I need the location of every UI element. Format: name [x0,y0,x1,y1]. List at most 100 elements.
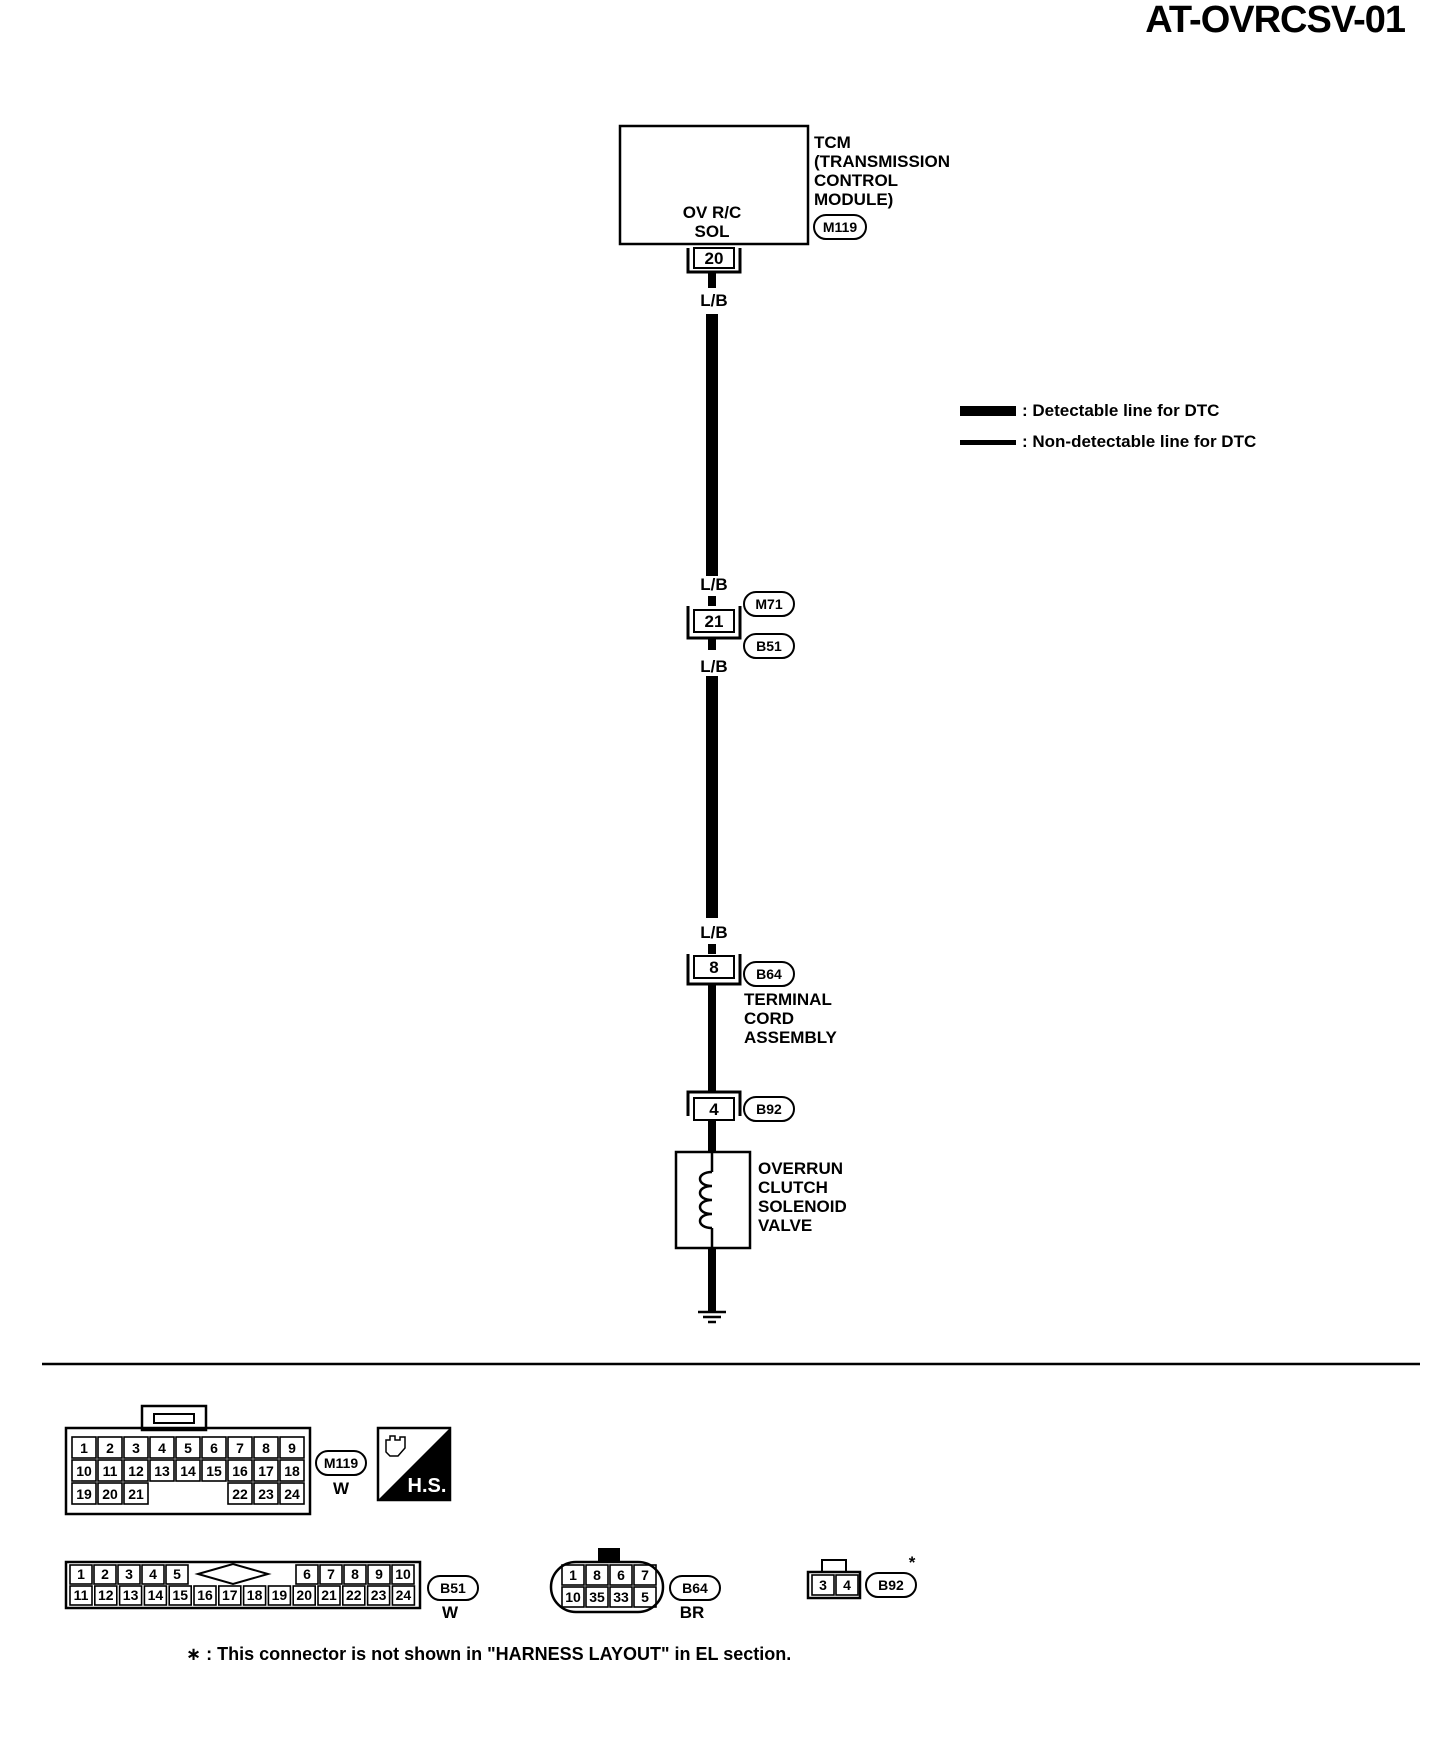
joint-lower-id: B51 [756,638,782,654]
b64-pin-cell [633,1564,657,1586]
b51-pin-cell [69,1585,93,1606]
b64-pin-cell [585,1586,609,1608]
b64-pin-label: 33 [613,1589,629,1605]
wire-color-tcm: L/B [700,291,727,310]
b51-pin-label: 4 [149,1566,157,1582]
b51-pin-cell [165,1564,189,1585]
b51-pin-label: 23 [371,1587,387,1603]
tcm-connector-id: M119 [823,219,857,235]
tcm-box [618,124,810,246]
b51-pin-cell [242,1585,267,1606]
m119-pin-label: 21 [128,1486,144,1502]
tcm-terminal-label-2: SOL [695,222,730,241]
m119-pin-label: 5 [184,1440,192,1456]
terminal-cord-label-1: TERMINAL [744,990,832,1009]
b51-pin-label: 16 [197,1587,213,1603]
m119-pin-cell [123,1482,149,1505]
b51-pin-cell [292,1585,317,1606]
b51-pin-cell [341,1585,366,1606]
m119-pin-cell [97,1482,123,1505]
b92-pin-cell [835,1574,859,1596]
m119-pin-label: 13 [154,1463,170,1479]
m119-pin-label: 18 [284,1463,300,1479]
solenoid-label-2: CLUTCH [758,1178,828,1197]
b64-pin-cell [561,1564,585,1586]
terminal-cord-label-2: CORD [744,1009,794,1028]
solenoid-label-3: SOLENOID [758,1197,847,1216]
legend-non-detectable: : Non-detectable line for DTC [1022,432,1256,451]
tcm-connector-oval [813,214,867,240]
joint-pin-number: 21 [705,612,724,631]
m119-pin-label: 1 [80,1440,88,1456]
hs-badge-text: H.S. [408,1475,447,1497]
b51-pin-label: 8 [351,1566,359,1582]
m119-pin-cell [279,1459,305,1482]
m119-pin-cell [175,1436,201,1459]
b64-pin-cell [633,1586,657,1608]
hs-badge: H.S. [376,1426,452,1502]
legend-detectable-swatch [960,406,1016,416]
b51-pin-cell [118,1585,143,1606]
m119-pin-label: 9 [288,1440,296,1456]
b51-pin-label: 2 [101,1566,109,1582]
b64-face-color: BR [680,1603,705,1622]
b51-pin-label: 19 [272,1587,288,1603]
m119-id: M119 [324,1455,358,1471]
tcm-pin-box [693,247,735,269]
m119-pin-label: 23 [258,1486,274,1502]
b51-pin-label: 13 [123,1587,139,1603]
m119-pin-cell [253,1482,279,1505]
solenoid-label-1: OVERRUN [758,1159,843,1178]
m119-color: W [333,1479,350,1498]
wire-color-above-b64: L/B [700,923,727,942]
m119-pin-cell [175,1459,201,1482]
b64-pin-label: 35 [589,1589,605,1605]
b51-pin-label: 5 [173,1566,181,1582]
b51-pin-label: 3 [125,1566,133,1582]
b51-pin-label: 17 [222,1587,238,1603]
b64-pin-cell [561,1586,585,1608]
m119-pin-cell [123,1459,149,1482]
b64-pin-label: 8 [593,1567,601,1583]
solenoid-label-4: VALVE [758,1216,812,1235]
m119-pin-cell [227,1436,253,1459]
m119-pin-cell [253,1436,279,1459]
m119-pin-cell [227,1482,253,1505]
m119-pin-label: 24 [284,1486,300,1502]
b51-pin-label: 24 [396,1587,412,1603]
legend-non-detectable-swatch [960,440,1016,445]
b64-id: B64 [756,966,782,982]
tcm-pin-number: 20 [705,249,724,268]
m119-pin-cell [253,1459,279,1482]
m119-pin-label: 20 [102,1486,118,1502]
joint-upper-id: M71 [755,596,782,612]
m119-pin-cell [201,1436,227,1459]
m119-pin-label: 15 [206,1463,222,1479]
m119-pin-label: 12 [128,1463,144,1479]
m119-pin-label: 7 [236,1440,244,1456]
b64-pin-label: 5 [641,1589,649,1605]
b51-pin-cell [168,1585,192,1606]
m119-pin-label: 17 [258,1463,274,1479]
b51-pin-cell [319,1564,343,1585]
b51-pin-label: 18 [247,1587,263,1603]
b51-pin-label: 9 [375,1566,383,1582]
b92-face-mark: * [909,1553,916,1572]
b51-pin-cell [267,1585,292,1606]
m119-pin-label: 22 [232,1486,248,1502]
b51-pin-cell [69,1564,93,1585]
m119-pin-label: 14 [180,1463,196,1479]
hand-icon [385,1435,406,1457]
terminal-cord-label-3: ASSEMBLY [744,1028,838,1047]
m119-pin-label: 11 [103,1463,118,1479]
m119-pin-cell [227,1459,253,1482]
tcm-terminal-label-1: OV R/C [683,203,742,222]
tcm-label-4: MODULE) [814,190,893,209]
b51-pin-cell [391,1585,416,1606]
m119-pin-label: 3 [132,1440,140,1456]
